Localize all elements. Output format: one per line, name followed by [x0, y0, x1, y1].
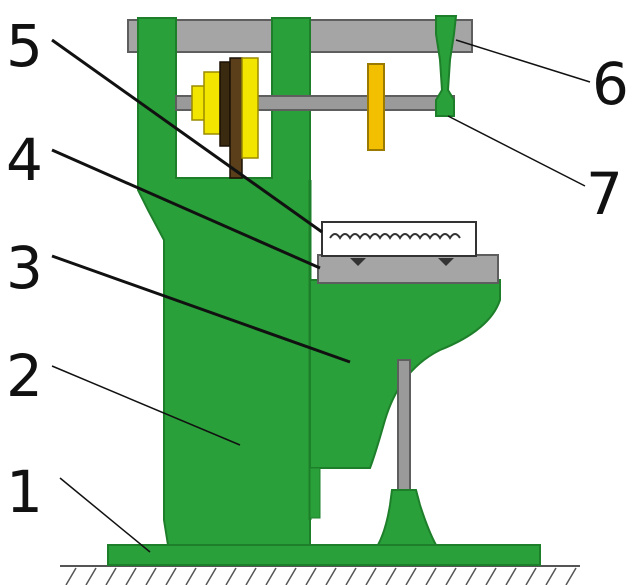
worktable — [317, 254, 499, 284]
leader-2 — [51, 365, 241, 446]
label-2: 2 — [6, 342, 43, 410]
leader-7 — [447, 115, 586, 187]
lifting-screw — [397, 359, 411, 491]
label-6: 6 — [592, 50, 629, 118]
leader-lines — [51, 38, 591, 553]
ground-hatch — [60, 565, 580, 585]
label-5: 5 — [6, 12, 43, 80]
label-3: 3 — [6, 234, 43, 302]
label-1: 1 — [6, 458, 43, 526]
console-foot — [309, 467, 321, 519]
label-7: 7 — [586, 160, 623, 228]
leader-3 — [51, 254, 351, 364]
leader-5 — [51, 38, 323, 234]
screw-support — [376, 489, 438, 546]
clamp-left — [350, 258, 366, 266]
base-plate — [107, 544, 541, 566]
leader-4 — [51, 148, 321, 270]
leader-1 — [59, 477, 151, 553]
workpiece — [321, 221, 477, 257]
cutter-disk — [367, 63, 385, 151]
clamp-right — [438, 258, 454, 266]
machine-frame — [137, 17, 311, 546]
workpiece-teeth — [329, 233, 461, 240]
arbor-support — [435, 15, 458, 117]
stepped-pulley — [191, 57, 259, 179]
leader-6 — [455, 39, 591, 83]
label-4: 4 — [6, 126, 43, 194]
